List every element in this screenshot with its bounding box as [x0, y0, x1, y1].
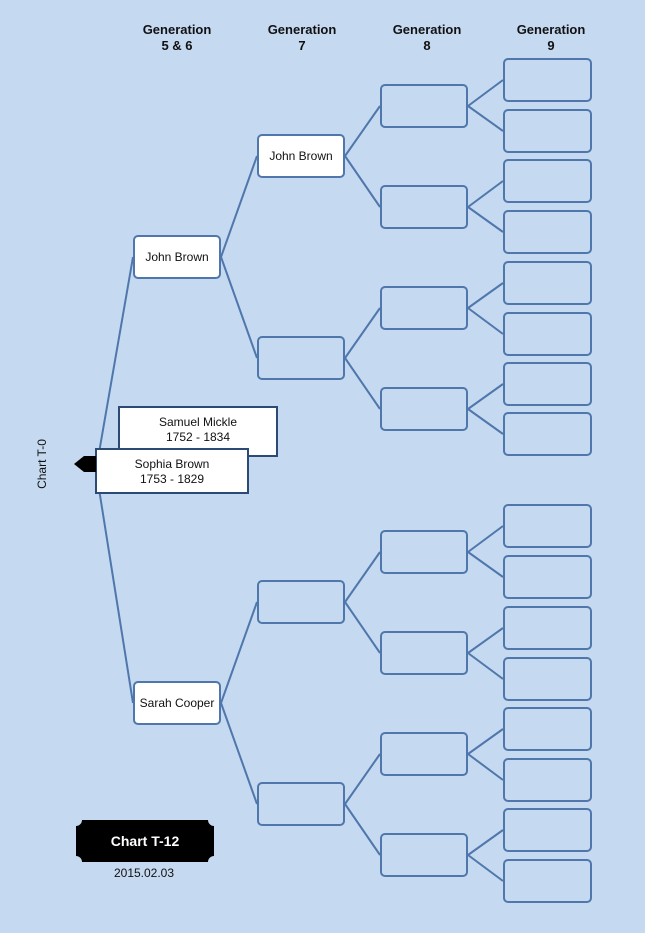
chart-date: 2015.02.03	[113, 866, 175, 880]
generation-8-box-3[interactable]	[380, 286, 468, 330]
connector-line	[220, 256, 258, 359]
generation-9-box-3[interactable]	[503, 159, 592, 203]
connector-line	[344, 753, 381, 805]
connector-line	[467, 728, 504, 755]
generation-9-box-5[interactable]	[503, 261, 592, 305]
generation-8-box-2[interactable]	[380, 185, 468, 229]
connector-line	[344, 155, 381, 208]
connector-line	[467, 627, 504, 654]
connector-line	[95, 469, 134, 704]
generation-9-box-14[interactable]	[503, 758, 592, 802]
generation-8-box-8[interactable]	[380, 833, 468, 877]
father-name: Samuel Mickle	[158, 415, 238, 429]
connector-line	[467, 854, 504, 882]
generation-5-6-box-1[interactable]: John Brown	[133, 235, 221, 279]
connector-line	[467, 307, 504, 335]
connector-line	[344, 601, 381, 654]
generation-9-box-11[interactable]	[503, 606, 592, 650]
chart-badge	[76, 820, 214, 862]
generation-9-box-16[interactable]	[503, 859, 592, 903]
generation-8-box-1[interactable]	[380, 84, 468, 128]
connector-line	[467, 180, 504, 208]
generation-8-box-7[interactable]	[380, 732, 468, 776]
connector-line	[220, 155, 258, 258]
generation-9-box-15[interactable]	[503, 808, 592, 852]
connector-line	[467, 282, 504, 309]
generation-5-6-name: Sarah Cooper	[139, 696, 215, 710]
connector-line	[344, 357, 381, 410]
generation-7-box-1[interactable]: John Brown	[257, 134, 345, 178]
connector-line	[467, 829, 504, 856]
connector-line	[344, 803, 381, 856]
generation-9-box-13[interactable]	[503, 707, 592, 751]
generation-9-box-12[interactable]	[503, 657, 592, 701]
mother-dates: 1753 - 1829	[139, 472, 205, 486]
generation-9-box-7[interactable]	[503, 362, 592, 406]
generation-9-box-9[interactable]	[503, 504, 592, 548]
connector-line	[467, 525, 504, 553]
connector-line	[344, 307, 381, 359]
connector-line	[220, 601, 258, 704]
father-dates: 1752 - 1834	[165, 430, 231, 444]
mother-name: Sophia Brown	[134, 457, 210, 471]
connector-line	[467, 79, 504, 107]
generation-7-box-3[interactable]	[257, 580, 345, 624]
connector-line	[467, 408, 504, 435]
generation-9-box-1[interactable]	[503, 58, 592, 102]
generation-8-box-6[interactable]	[380, 631, 468, 675]
mother-box[interactable]: Sophia Brown 1753 - 1829	[95, 448, 249, 494]
connector-line	[467, 105, 504, 132]
connector-line	[467, 551, 504, 578]
connector-line	[95, 256, 134, 471]
generation-9-box-6[interactable]	[503, 312, 592, 356]
generation-9-box-10[interactable]	[503, 555, 592, 599]
chart-reference-label: Chart T-0	[35, 439, 49, 489]
chart-title: Chart T-12	[110, 833, 180, 849]
connector-line	[344, 105, 381, 157]
generation-7-name: John Brown	[269, 149, 333, 163]
connector-line	[467, 753, 504, 781]
connector-line	[467, 383, 504, 410]
connector-line	[220, 702, 258, 805]
generation-5-6-box-2[interactable]: Sarah Cooper	[133, 681, 221, 725]
generation-9-box-8[interactable]	[503, 412, 592, 456]
generation-5-6-name: John Brown	[145, 250, 209, 264]
generation-8-box-5[interactable]	[380, 530, 468, 574]
connector-line	[467, 652, 504, 680]
generation-9-box-4[interactable]	[503, 210, 592, 254]
left-arrow-icon[interactable]	[74, 455, 96, 473]
generation-7-box-2[interactable]	[257, 336, 345, 380]
connector-line	[467, 206, 504, 233]
generation-9-box-2[interactable]	[503, 109, 592, 153]
connector-line	[344, 551, 381, 603]
generation-7-box-4[interactable]	[257, 782, 345, 826]
generation-8-box-4[interactable]	[380, 387, 468, 431]
